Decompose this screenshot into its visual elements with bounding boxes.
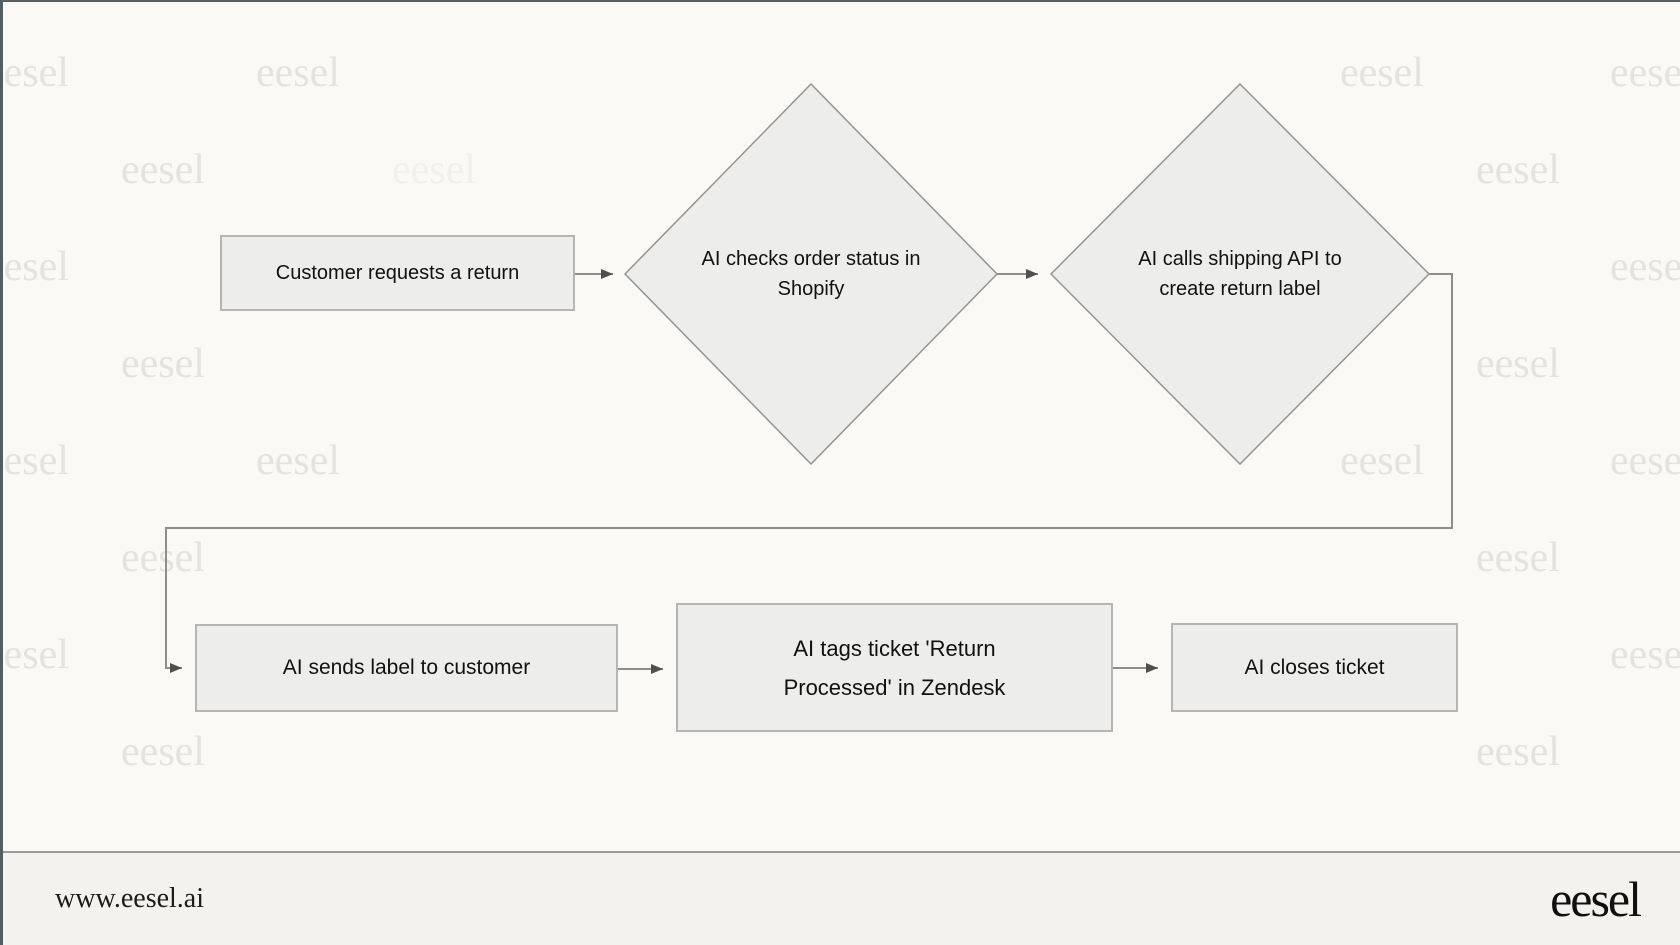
eesel-logo: eesel — [1550, 871, 1642, 927]
decision-diamond — [623, 82, 999, 466]
node-label: AI tags ticket 'Return Processed' in Zen… — [783, 635, 1006, 700]
flow-node-tag-ticket: AI tags ticket 'Return Processed' in Zen… — [676, 603, 1113, 732]
decision-diamond — [1049, 82, 1431, 466]
footer-bar: www.eesel.ai eesel — [3, 851, 1680, 945]
flow-node-send-label: AI sends label to customer — [195, 624, 618, 712]
node-label: AI closes ticket — [1244, 655, 1385, 679]
flow-connectors — [165, 82, 1453, 674]
node-label: AI sends label to customer — [282, 656, 531, 679]
connector-elbow-arrow — [165, 273, 1453, 673]
node-label: Customer requests a return — [275, 261, 520, 284]
flow-node-close-ticket: AI closes ticket — [1171, 623, 1458, 712]
flow-node-customer-request: Customer requests a return — [220, 235, 575, 311]
website-url: www.eesel.ai — [55, 883, 205, 914]
